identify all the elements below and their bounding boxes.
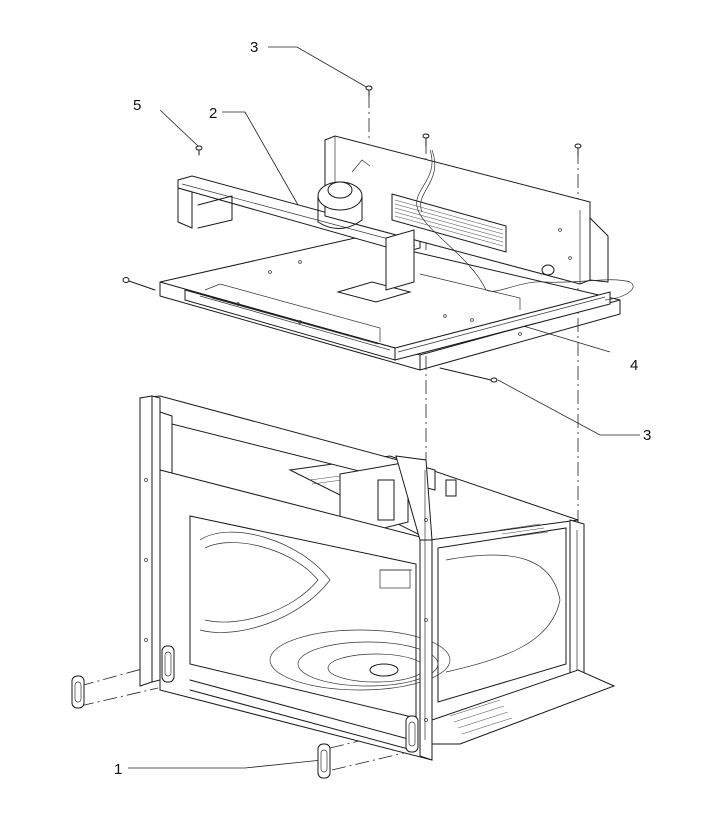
leader-1 [128, 759, 323, 769]
callout-1: 1 [114, 761, 122, 778]
leader-5 [159, 109, 199, 147]
leader-lines [128, 46, 640, 769]
callout-5: 5 [133, 97, 141, 114]
side-bracket [385, 229, 415, 291]
grommet [541, 264, 555, 276]
bottom-vents [449, 699, 513, 735]
bracket-left [71, 675, 85, 709]
leader-2 [222, 111, 303, 213]
screws [122, 85, 582, 383]
callout-3-top: 3 [250, 39, 258, 56]
callout-4: 4 [630, 357, 638, 374]
mounting-brackets [71, 645, 419, 779]
leader-3-top [268, 46, 369, 89]
front-flange-right [419, 539, 433, 761]
turntable [269, 629, 451, 691]
wire-harness [416, 149, 634, 301]
align-line-bracket-bottom [329, 729, 406, 749]
callout-3-right: 3 [643, 427, 651, 444]
screw-mid [422, 133, 430, 147]
align-line-bracket-bottom-2 [331, 751, 409, 771]
upper-chassis-assembly [159, 135, 634, 371]
chassis-holes [236, 228, 572, 336]
screw-top [365, 85, 373, 97]
post-holes [144, 478, 428, 722]
leader-3-right [497, 379, 640, 436]
screw-right [574, 143, 582, 157]
left-post [139, 395, 153, 687]
bracket-bottom [317, 743, 331, 779]
fan-motor [317, 159, 371, 229]
cabinet-assembly [139, 395, 616, 761]
screw-side [122, 277, 156, 291]
leader-4 [519, 324, 611, 353]
bottom-plate [431, 669, 616, 745]
cabinet-vents [309, 475, 549, 539]
screw-bottom [439, 367, 498, 383]
bracket-bottom-mounted [405, 715, 419, 753]
bracket-left-mounted [161, 645, 175, 683]
chassis-opening [336, 281, 412, 303]
side-tab [445, 479, 457, 497]
align-line-bracket-left [79, 663, 161, 687]
callout-2: 2 [209, 105, 217, 122]
align-line-bracket-left-2 [79, 687, 159, 707]
callout-labels: 3 5 2 4 3 1 [114, 39, 651, 778]
screw-5 [195, 145, 203, 156]
